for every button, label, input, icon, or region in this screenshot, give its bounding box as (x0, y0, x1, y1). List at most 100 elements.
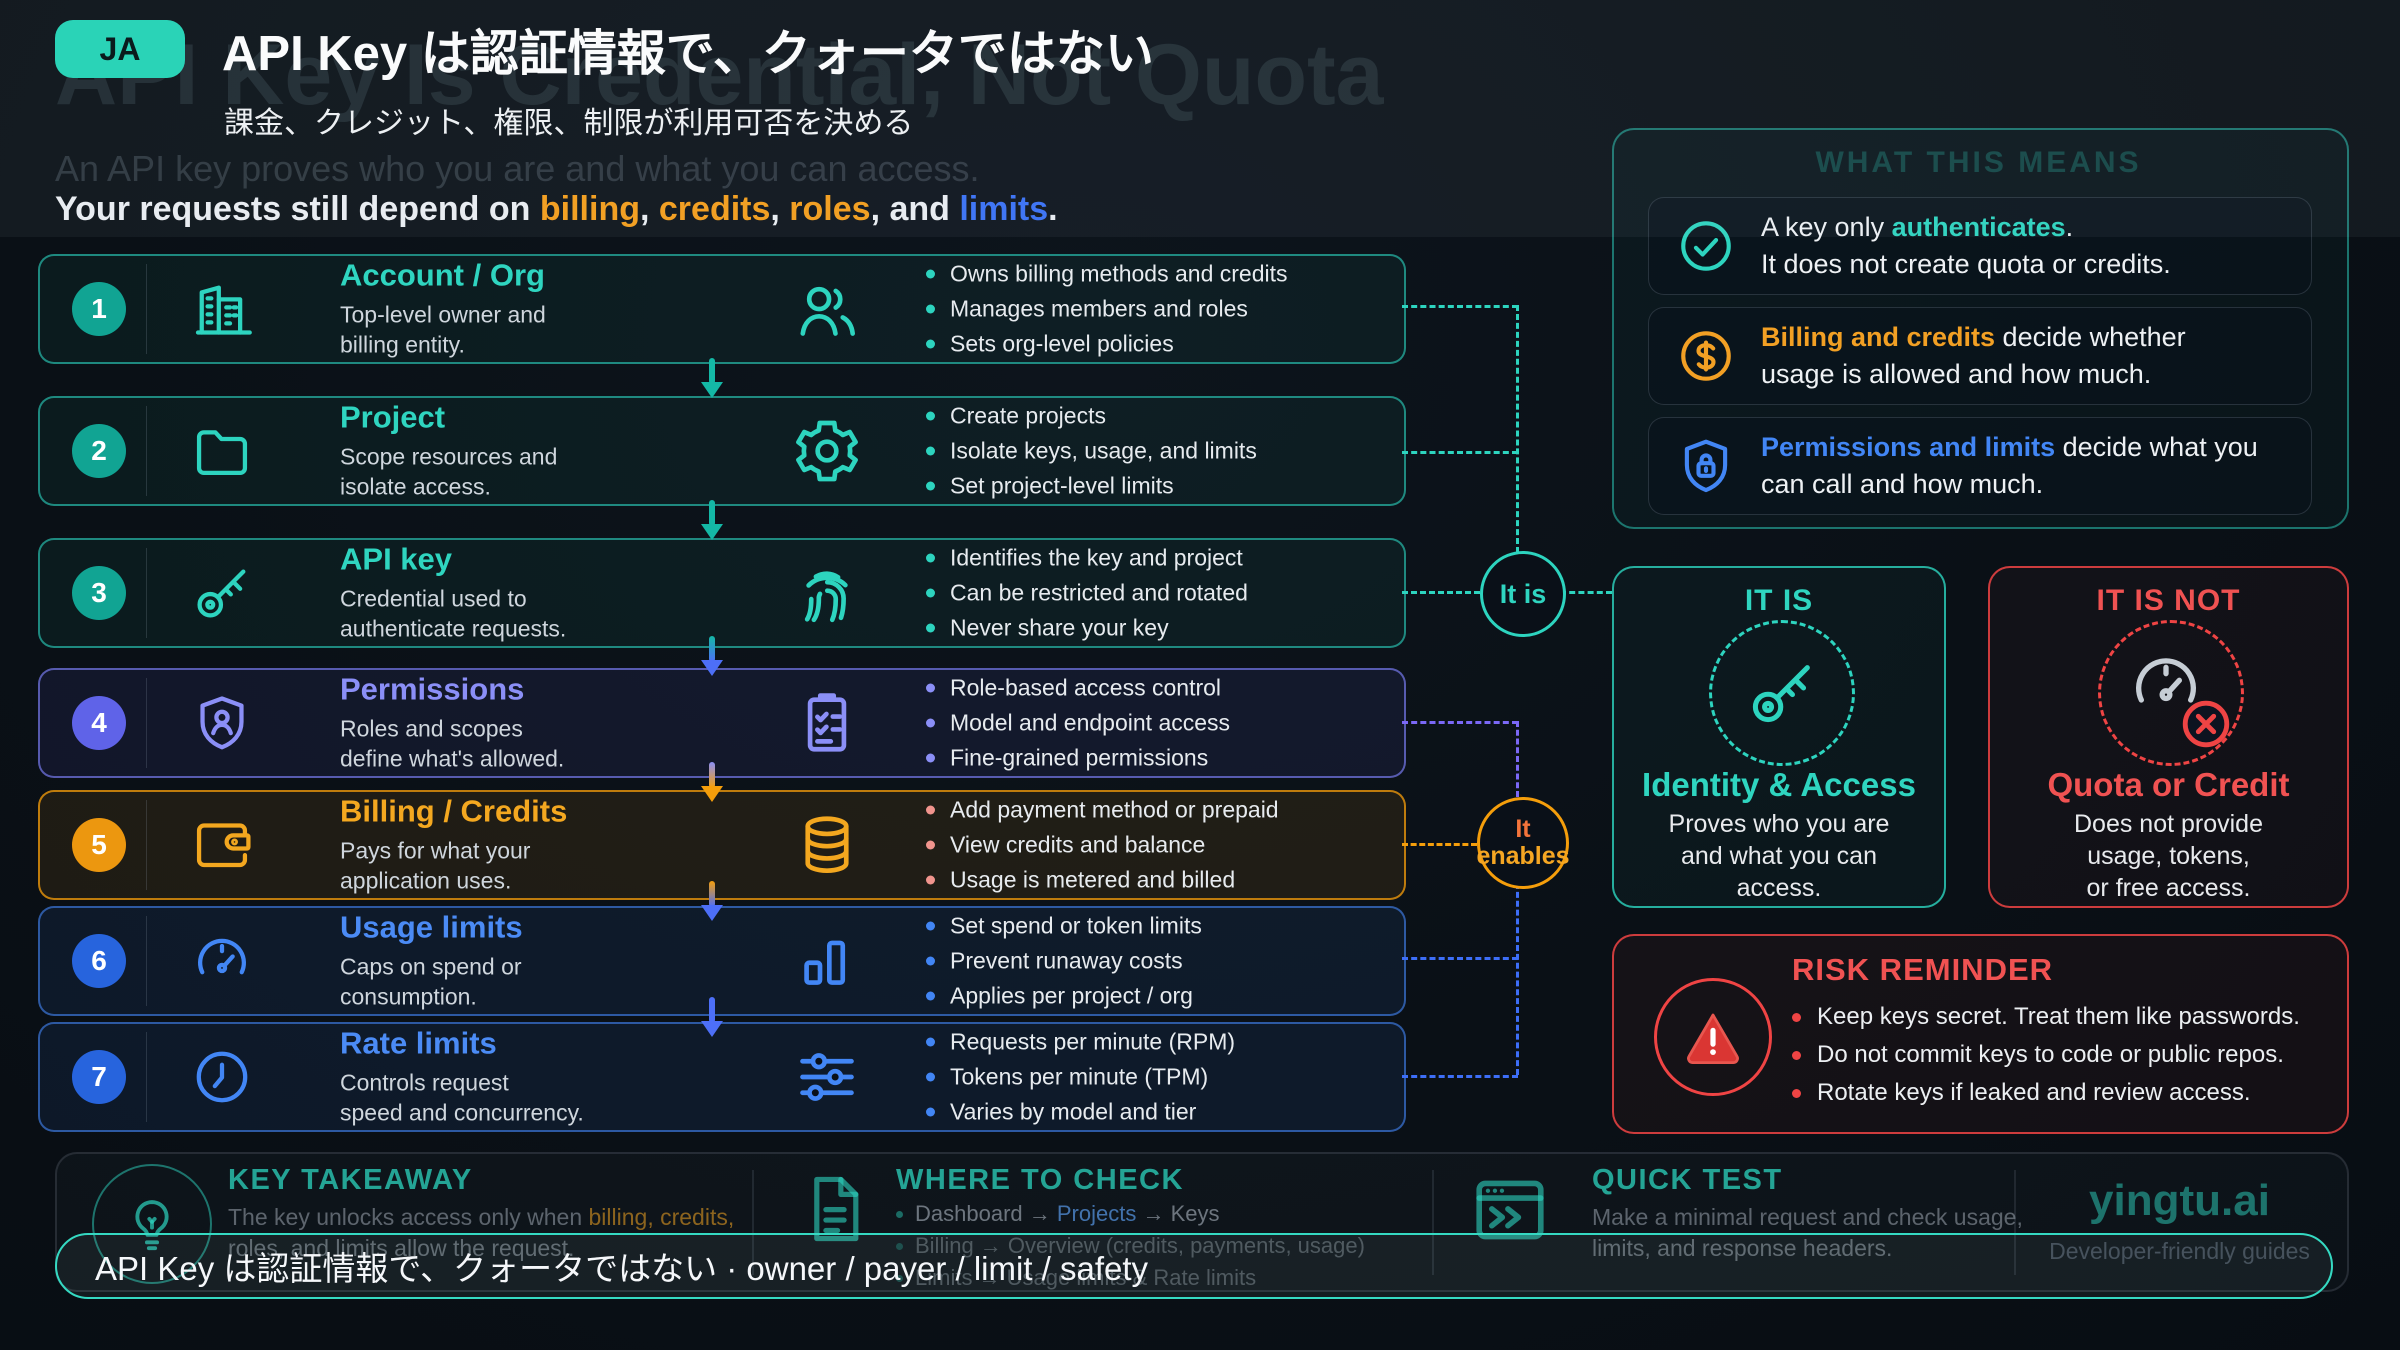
step-number-1: 1 (72, 282, 126, 336)
risk-reminder-panel: RISK REMINDER Keep keys secret. Treat th… (1612, 934, 2349, 1134)
dollar-circle-icon (1675, 325, 1737, 387)
it-is-not-panel: IT IS NOT Quota or Credit Does not provi… (1988, 566, 2349, 908)
dashed-circle (2098, 620, 2244, 766)
bullet-dot (926, 269, 935, 279)
intro-prefix: Your requests still depend on (55, 190, 540, 228)
bullet-text: Owns billing methods and credits (950, 260, 1288, 287)
step-number-3: 3 (72, 566, 126, 620)
fingerprint-icon (792, 558, 862, 628)
shield-lock-icon (1675, 435, 1737, 497)
caption-text: API Key は認証情報で、クォータではない · owner / payer … (95, 1250, 1149, 1287)
coins-icon (792, 810, 862, 880)
terminal-icon (1468, 1168, 1552, 1252)
shield-user-icon (190, 691, 254, 755)
it-is-heading: IT IS (1744, 584, 1814, 617)
risk-heading: RISK REMINDER (1792, 952, 2054, 987)
meaning-card-permissions: Permissions and limits decide what you c… (1648, 417, 2312, 515)
quick-test-text: Make a minimal request and check usage, … (1592, 1204, 2030, 1261)
gauge-icon (190, 929, 254, 993)
ghost-subtitle-en: An API key proves who you are and what y… (55, 148, 980, 189)
connector-teal (1402, 305, 1518, 308)
footer-divider (752, 1170, 754, 1275)
flow-arrow-down-icon (701, 358, 723, 398)
gauge-icon (2126, 646, 2206, 726)
step-number-4: 4 (72, 696, 126, 750)
risk-bullets: Keep keys secret. Treat them like passwo… (1792, 998, 2300, 1112)
row-title: Billing / Credits (340, 793, 568, 829)
intro-line: Your requests still depend on billing, c… (55, 190, 1058, 228)
building-icon (190, 277, 254, 341)
step-number-2: 2 (72, 424, 126, 478)
users-icon (792, 274, 862, 344)
bar-chart-icon (792, 926, 862, 996)
caption-bar: API Key は認証情報で、クォータではない · owner / payer … (55, 1233, 2333, 1299)
page-subtitle: 課金、クレジット、権限、制限が利用可否を決める (224, 107, 914, 140)
what-this-means-heading: WHAT THIS MEANS (1815, 146, 2142, 179)
brand-logo: yingtu.ai (2089, 1176, 2270, 1225)
flow-arrow-down-icon (701, 997, 723, 1037)
folder-icon (190, 419, 254, 483)
connector-teal (1560, 591, 1612, 594)
footer-strip (55, 1152, 2349, 1292)
brand-tagline: Developer-friendly guides (2049, 1238, 2310, 1264)
footer-divider (1432, 1170, 1434, 1275)
row-title: Usage limits (340, 909, 523, 945)
it-is-not-heading: IT IS NOT (2096, 584, 2241, 617)
flow-arrow-down-icon (701, 500, 723, 540)
step-number-5: 5 (72, 818, 126, 872)
flow-arrow-down-icon (701, 636, 723, 676)
connector-blue (1516, 883, 1519, 1075)
footer-divider (2014, 1170, 2016, 1275)
warning-triangle-icon (1680, 1004, 1746, 1070)
clock-icon (190, 1045, 254, 1109)
step-number-6: 6 (72, 934, 126, 988)
what-this-means-panel (1612, 128, 2349, 529)
x-circle-icon (2177, 695, 2235, 753)
connector-purple (1516, 721, 1519, 797)
row-title: API key (340, 541, 453, 577)
intro-billing: billing (539, 190, 640, 228)
clipboard-check-icon (792, 688, 862, 758)
connector-teal (1516, 305, 1519, 553)
sliders-icon (792, 1042, 862, 1112)
connector-teal (1402, 451, 1518, 454)
connector-teal (1402, 591, 1480, 594)
meaning-card-billing: Billing and credits decide whether usage… (1648, 307, 2312, 405)
gear-icon (792, 416, 862, 486)
row-title: Account / Org (340, 257, 545, 293)
connector-blue (1402, 1075, 1518, 1078)
quick-test-heading: QUICK TEST (1592, 1164, 1783, 1196)
it-is-not-title: Quota or Credit (2047, 766, 2290, 803)
row-divider (146, 264, 147, 354)
warning-circle (1654, 978, 1772, 1096)
connector-orange (1402, 843, 1477, 846)
row-title: Permissions (340, 671, 525, 707)
connector-blue (1402, 957, 1518, 960)
row-title: Rate limits (340, 1025, 497, 1061)
check-circle-icon (1675, 215, 1737, 277)
node-it-is: It is (1480, 551, 1566, 637)
row-title: Project (340, 399, 446, 435)
dashed-circle (1709, 620, 1855, 766)
step-number-7: 7 (72, 1050, 126, 1104)
key-takeaway-heading: KEY TAKEAWAY (228, 1164, 473, 1196)
connector-purple (1402, 721, 1518, 724)
intro-limits: limits (959, 190, 1049, 228)
node-it-enables: It enables (1476, 797, 1570, 889)
key-icon (1744, 655, 1820, 731)
wallet-icon (190, 813, 254, 877)
meaning-card-authenticates: A key only authenticates.It does not cre… (1648, 197, 2312, 295)
row-bullets: Owns billing methods and credits Manages… (926, 257, 1288, 362)
key-icon (190, 561, 254, 625)
key-takeaway-text: The key unlocks access only when billing… (228, 1204, 741, 1261)
